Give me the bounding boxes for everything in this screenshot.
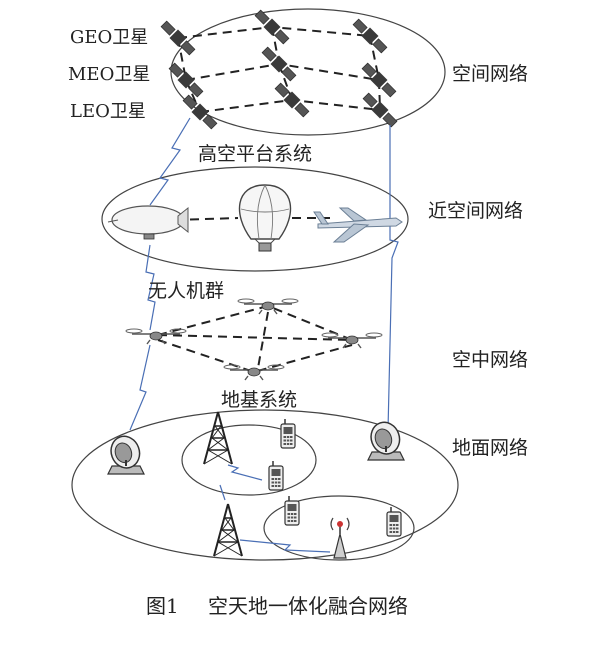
satellite-icon	[160, 9, 398, 130]
space-network-ellipse	[170, 8, 446, 136]
near-space-network-ellipse	[101, 166, 409, 272]
ground-cell-left-ellipse	[181, 424, 317, 496]
radio-tower-icon	[203, 411, 243, 557]
label-geo: GEO卫星	[70, 27, 148, 48]
label-ground-system: 地基系统	[221, 389, 297, 411]
satellite-dish-icon	[105, 417, 405, 475]
label-meo: MEO卫星	[68, 64, 150, 85]
label-ground-network: 地面网络	[452, 437, 528, 459]
label-uav-swarm: 无人机群	[148, 280, 224, 302]
aircraft-icon	[313, 207, 403, 243]
label-space-network: 空间网络	[452, 63, 528, 85]
label-hap-system: 高空平台系统	[198, 143, 312, 165]
figure-title: 空天地一体化融合网络	[208, 594, 408, 618]
base-station-icon	[330, 517, 350, 559]
figure-number: 图1	[146, 594, 179, 618]
communication-links	[129, 117, 399, 553]
label-leo: LEO卫星	[70, 101, 146, 122]
uav-links	[157, 304, 353, 374]
airship-icon	[107, 205, 189, 240]
ground-network-ellipse	[71, 409, 459, 561]
label-air-network: 空中网络	[452, 349, 528, 371]
hap-link-1	[174, 217, 239, 221]
label-near-space-network: 近空间网络	[428, 200, 523, 222]
balloon-icon	[238, 184, 292, 252]
ground-cell-right-ellipse	[263, 495, 415, 561]
